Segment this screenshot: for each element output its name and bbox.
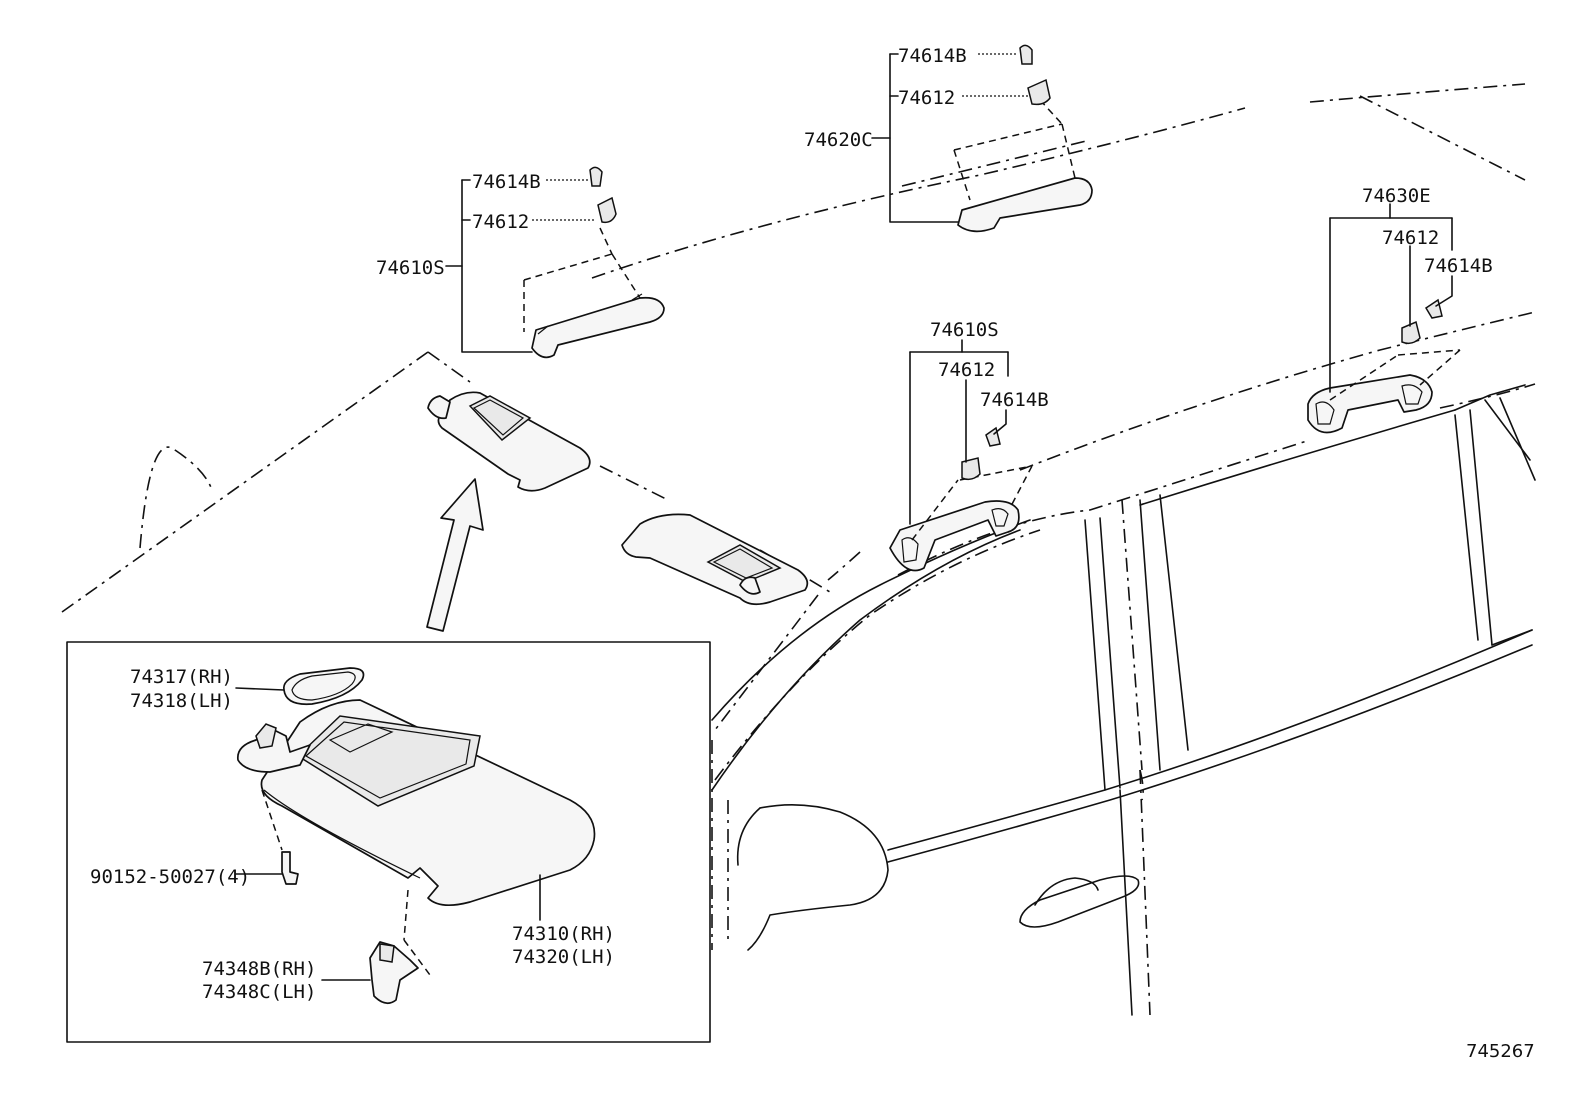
assist-grip-74630E xyxy=(1307,298,1461,434)
view-arrow xyxy=(426,478,484,632)
label-74612-c: 74612 xyxy=(1382,227,1439,249)
assist-grip-74610S-right xyxy=(889,426,1033,572)
label-74610S-b: 74610S xyxy=(930,319,999,341)
label-74612-b: 74612 xyxy=(472,211,529,233)
label-74614B-a: 74614B xyxy=(898,45,967,67)
label-74612-d: 74612 xyxy=(938,359,995,381)
label-90152: 90152-50027(4) xyxy=(90,866,250,888)
label-74614B-c: 74614B xyxy=(1424,255,1493,277)
label-74620C: 74620C xyxy=(804,129,873,151)
inset-box xyxy=(66,641,711,1043)
label-74317: 74317(RH) xyxy=(130,666,233,688)
label-74320: 74320(LH) xyxy=(512,946,615,968)
assist-grip-74620C xyxy=(953,44,1093,233)
assist-grip-74610S-left xyxy=(523,166,665,359)
label-74610S-a: 74610S xyxy=(376,257,445,279)
label-74318: 74318(LH) xyxy=(130,690,233,712)
label-74612-a: 74612 xyxy=(898,87,955,109)
door-frame xyxy=(736,384,1536,1016)
leader-lines xyxy=(445,53,1453,525)
vehicle-outline xyxy=(61,83,1536,950)
label-74348B: 74348B(RH) xyxy=(202,958,316,980)
diagram-id: 745267 xyxy=(1466,1041,1535,1062)
label-74630E: 74630E xyxy=(1362,185,1431,207)
sun-visor-lower xyxy=(621,513,809,606)
label-74348C: 74348C(LH) xyxy=(202,981,316,1003)
label-74310: 74310(RH) xyxy=(512,923,615,945)
label-74614B-d: 74614B xyxy=(980,389,1049,411)
sun-visor-upper xyxy=(427,391,591,492)
part-labels: 74614B 74612 74620C 74614B 74612 74610S … xyxy=(90,45,1535,1062)
label-74614B-b: 74614B xyxy=(472,171,541,193)
